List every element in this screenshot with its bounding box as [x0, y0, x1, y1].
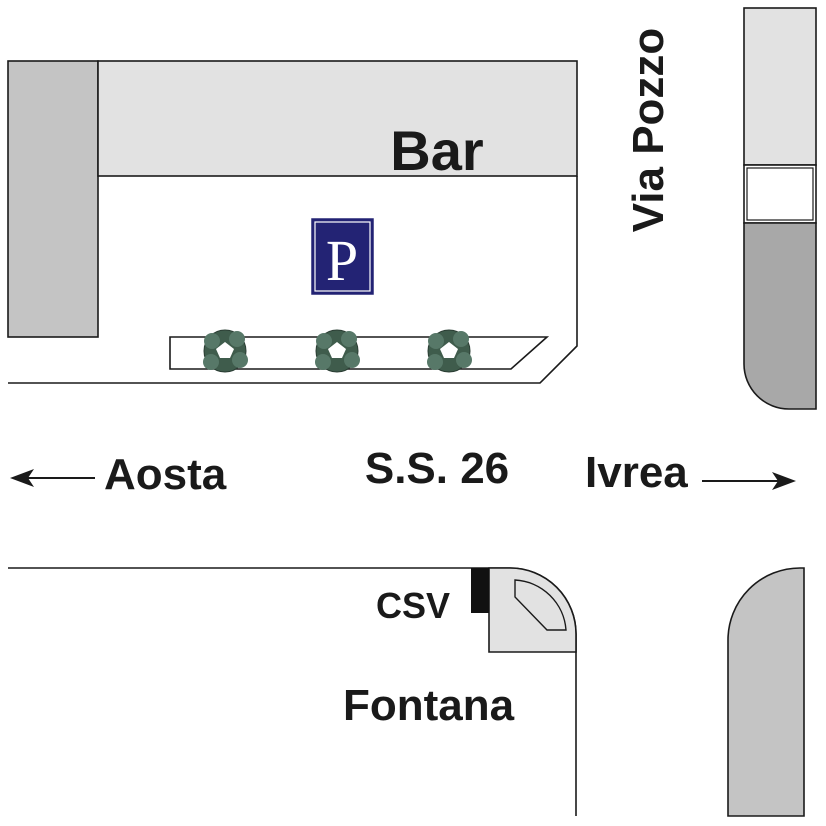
- right-lower-corner-building: [727, 567, 805, 817]
- ivrea-label: Ivrea: [585, 448, 688, 497]
- via-pozzo-label: Via Pozzo: [624, 28, 673, 233]
- building-left-strip: [7, 60, 99, 338]
- right-crosswalk: [743, 164, 817, 224]
- right-crosswalk-inner: [746, 167, 814, 221]
- right-upper-building: [743, 7, 817, 166]
- fontana-inner: [514, 579, 567, 631]
- arrow-right-icon: [702, 472, 796, 490]
- fontana-label: Fontana: [343, 681, 515, 730]
- csv-marker: [471, 568, 489, 613]
- bar-building: [97, 60, 578, 177]
- bar-label: Bar: [390, 119, 483, 182]
- aosta-label: Aosta: [104, 450, 227, 499]
- road-label: S.S. 26: [365, 444, 509, 493]
- right-lower-building: [743, 222, 817, 410]
- tree-icon: [427, 329, 472, 373]
- tree-icon: [203, 329, 248, 373]
- parking-lot-outline: [8, 176, 578, 384]
- tree-icon: [315, 329, 360, 373]
- parking-letter: P: [326, 228, 358, 293]
- arrow-left-icon: [10, 469, 95, 487]
- csv-label: CSV: [376, 585, 450, 626]
- parking-sign-icon: P: [311, 218, 374, 295]
